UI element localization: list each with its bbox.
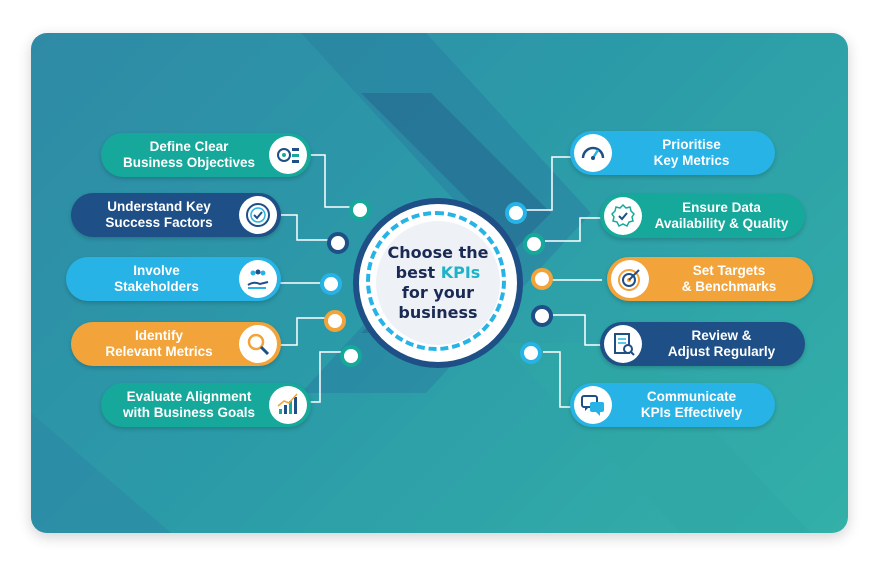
item-label-line2: KPIs Effectively xyxy=(640,405,743,420)
item-label-line2: Availability & Quality xyxy=(654,216,789,231)
item-label-line2: Adjust Regularly xyxy=(667,344,776,359)
item-label-line1: Communicate xyxy=(646,389,737,404)
connector-dot xyxy=(505,202,527,224)
connector-dot xyxy=(523,233,545,255)
item-label-line2: Success Factors xyxy=(105,215,213,230)
growth-chart-icon xyxy=(269,386,307,424)
item-label-line1: Identify xyxy=(134,328,183,343)
item-set-targets-benchmarks: Set Targets& Benchmarks xyxy=(607,257,813,301)
item-label-line2: & Benchmarks xyxy=(681,279,777,294)
item-label-line1: Evaluate Alignment xyxy=(126,389,252,404)
item-label-line2: Business Objectives xyxy=(122,155,256,170)
center-title-best: best xyxy=(395,263,441,282)
gauge-icon xyxy=(574,134,612,172)
item-label-line2: Relevant Metrics xyxy=(105,344,213,359)
center-hub-dashed-ring xyxy=(366,211,506,351)
magnifier-icon xyxy=(239,325,277,363)
item-label-line2: Key Metrics xyxy=(653,153,730,168)
target-icon xyxy=(611,260,649,298)
center-hub: Choose the best KPIs for your business xyxy=(376,221,500,345)
connector-dot xyxy=(520,342,542,364)
center-title-kpis: KPIs xyxy=(440,263,481,282)
center-title-line1: Choose the xyxy=(387,243,489,262)
settings-dashboard-icon xyxy=(269,136,307,174)
connector-dot xyxy=(324,310,346,332)
quality-seal-icon xyxy=(604,197,642,235)
item-label-line1: Ensure Data xyxy=(682,200,761,215)
item-label-line1: Review & xyxy=(691,328,752,343)
check-badge-icon xyxy=(239,196,277,234)
item-label-line1: Prioritise xyxy=(662,137,721,152)
connector-dot xyxy=(327,232,349,254)
connector-dot xyxy=(531,305,553,327)
chat-bubbles-icon xyxy=(574,386,612,424)
center-title-line3: for your xyxy=(401,283,475,302)
center-title: Choose the best KPIs for your business xyxy=(388,243,489,323)
connector-dot xyxy=(349,199,371,221)
item-label-line1: Involve xyxy=(133,263,180,278)
connector-dot xyxy=(531,268,553,290)
center-title-line4: business xyxy=(398,303,478,322)
item-label-line2: with Business Goals xyxy=(122,405,256,420)
item-label-line1: Understand Key xyxy=(107,199,211,214)
connector-dot xyxy=(340,345,362,367)
center-title-line2: best KPIs xyxy=(388,263,489,283)
item-review-adjust-regularly: Review &Adjust Regularly xyxy=(600,322,805,366)
report-review-icon xyxy=(604,325,642,363)
people-hand-icon xyxy=(239,260,277,298)
connector-dot xyxy=(320,273,342,295)
item-label-line2: Stakeholders xyxy=(114,279,199,294)
item-label-line1: Set Targets xyxy=(692,263,766,278)
item-label-line1: Define Clear xyxy=(149,139,229,154)
